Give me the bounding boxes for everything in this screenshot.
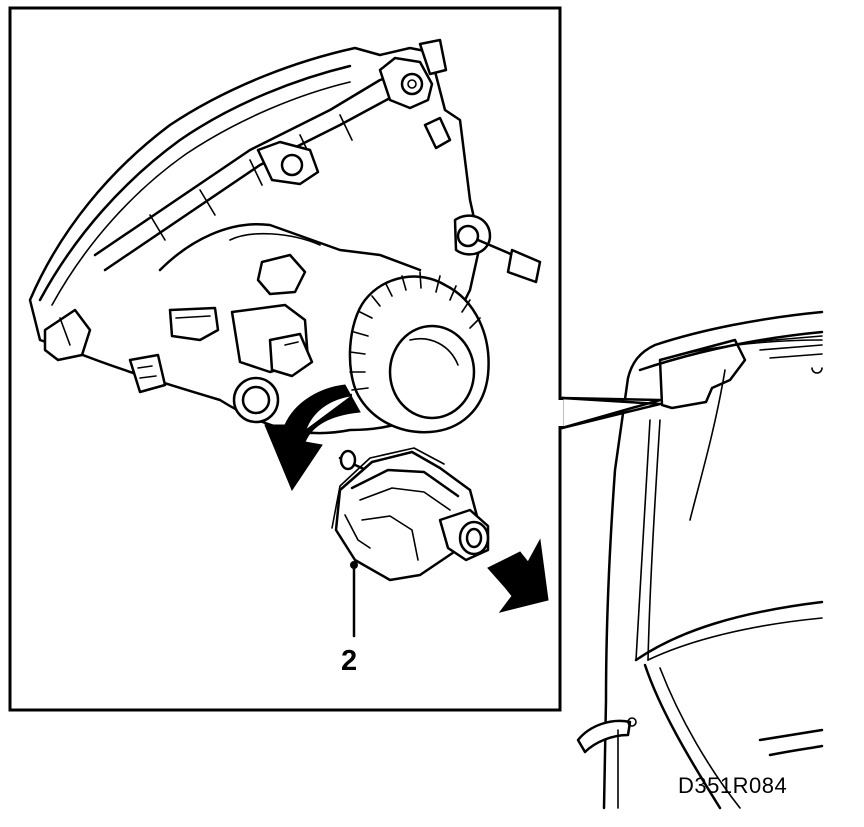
pull-out-arrow — [487, 538, 549, 613]
headlamp-unit — [28, 38, 542, 435]
inset-frame — [8, 6, 562, 712]
beam-height-actuator — [331, 447, 490, 582]
vehicle-front-view — [576, 310, 824, 810]
reference-code: D351R084 — [678, 773, 788, 798]
callout-2-leader — [350, 561, 358, 638]
callout-label-2: 2 — [341, 645, 358, 677]
rotation-arrow — [264, 384, 361, 492]
callout-pointer — [560, 396, 662, 430]
